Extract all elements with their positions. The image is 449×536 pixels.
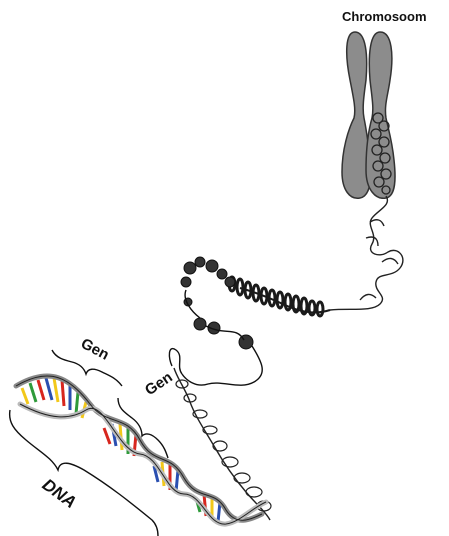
chromatin-fiber-upper <box>330 196 403 310</box>
dna-brace <box>10 410 158 536</box>
solenoid-fiber <box>229 277 330 316</box>
nucleosome-cluster <box>169 257 262 385</box>
chromosome-label: Chromosoom <box>342 9 427 24</box>
chromosome <box>342 32 395 198</box>
